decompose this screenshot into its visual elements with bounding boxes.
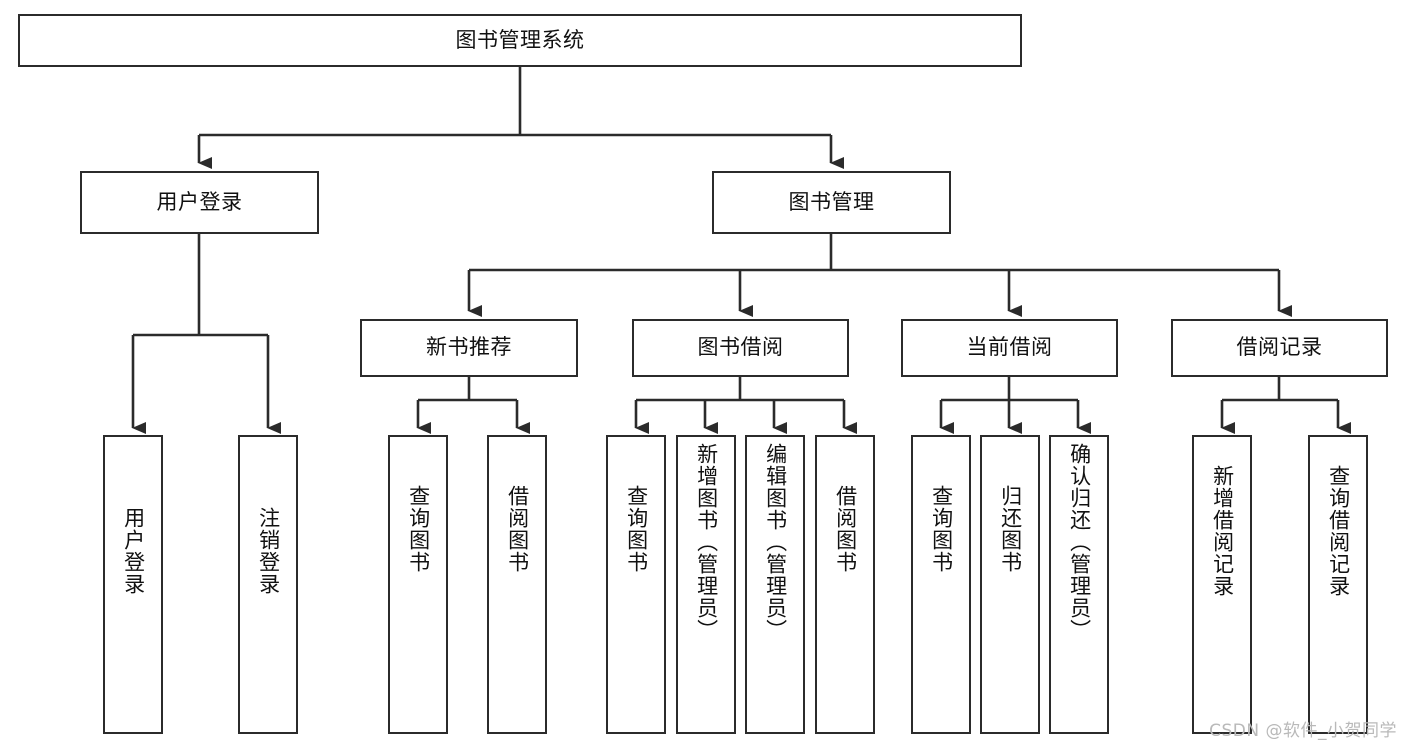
leaf-user-logout-label: 注销登录 bbox=[256, 507, 281, 595]
node-new-book-recommend-label: 新书推荐 bbox=[426, 335, 512, 360]
leaf-borrow-edit-book[interactable]: 编辑图书（管理员） bbox=[745, 435, 805, 734]
leaf-current-query-book-label: 查询图书 bbox=[929, 485, 954, 573]
node-book-manage-label: 图书管理 bbox=[788, 189, 875, 214]
node-root-label: 图书管理系统 bbox=[455, 27, 585, 52]
node-root[interactable]: 图书管理系统 bbox=[18, 14, 1022, 67]
leaf-current-return-book-label: 归还图书 bbox=[998, 485, 1023, 573]
leaf-current-query-book[interactable]: 查询图书 bbox=[911, 435, 971, 734]
leaf-rec-query-book-label: 查询图书 bbox=[406, 485, 431, 573]
leaf-borrow-lend-book[interactable]: 借阅图书 bbox=[815, 435, 875, 734]
leaf-user-login-label: 用户登录 bbox=[121, 507, 146, 595]
node-book-borrow-label: 图书借阅 bbox=[697, 335, 784, 360]
leaf-borrow-add-book-label: 新增图书（管理员） bbox=[694, 443, 719, 641]
leaf-current-return-book[interactable]: 归还图书 bbox=[980, 435, 1040, 734]
leaf-borrow-lend-book-label: 借阅图书 bbox=[833, 485, 858, 573]
leaf-borrow-edit-book-label: 编辑图书（管理员） bbox=[763, 443, 788, 641]
node-user-login-label: 用户登录 bbox=[156, 189, 243, 214]
node-new-book-recommend[interactable]: 新书推荐 bbox=[360, 319, 578, 377]
leaf-user-login[interactable]: 用户登录 bbox=[103, 435, 163, 734]
leaf-borrow-query-book[interactable]: 查询图书 bbox=[606, 435, 666, 734]
node-book-manage[interactable]: 图书管理 bbox=[712, 171, 951, 234]
leaf-borrow-query-book-label: 查询图书 bbox=[624, 485, 649, 573]
leaf-record-add[interactable]: 新增借阅记录 bbox=[1192, 435, 1252, 734]
node-borrow-record[interactable]: 借阅记录 bbox=[1171, 319, 1388, 377]
leaf-borrow-add-book[interactable]: 新增图书（管理员） bbox=[676, 435, 736, 734]
leaf-rec-borrow-book[interactable]: 借阅图书 bbox=[487, 435, 547, 734]
node-book-borrow[interactable]: 图书借阅 bbox=[632, 319, 849, 377]
node-current-borrow[interactable]: 当前借阅 bbox=[901, 319, 1118, 377]
node-current-borrow-label: 当前借阅 bbox=[966, 335, 1053, 360]
leaf-current-confirm-return-label: 确认归还（管理员） bbox=[1067, 443, 1092, 641]
csdn-watermark: CSDN @软件_小贺同学 bbox=[1209, 721, 1397, 741]
leaf-current-confirm-return[interactable]: 确认归还（管理员） bbox=[1049, 435, 1109, 734]
leaf-rec-query-book[interactable]: 查询图书 bbox=[388, 435, 448, 734]
leaf-user-logout[interactable]: 注销登录 bbox=[238, 435, 298, 734]
leaf-record-query[interactable]: 查询借阅记录 bbox=[1308, 435, 1368, 734]
node-borrow-record-label: 借阅记录 bbox=[1236, 335, 1323, 360]
leaf-rec-borrow-book-label: 借阅图书 bbox=[505, 485, 530, 573]
node-user-login[interactable]: 用户登录 bbox=[80, 171, 319, 234]
leaf-record-query-label: 查询借阅记录 bbox=[1326, 465, 1351, 597]
leaf-record-add-label: 新增借阅记录 bbox=[1210, 465, 1235, 597]
